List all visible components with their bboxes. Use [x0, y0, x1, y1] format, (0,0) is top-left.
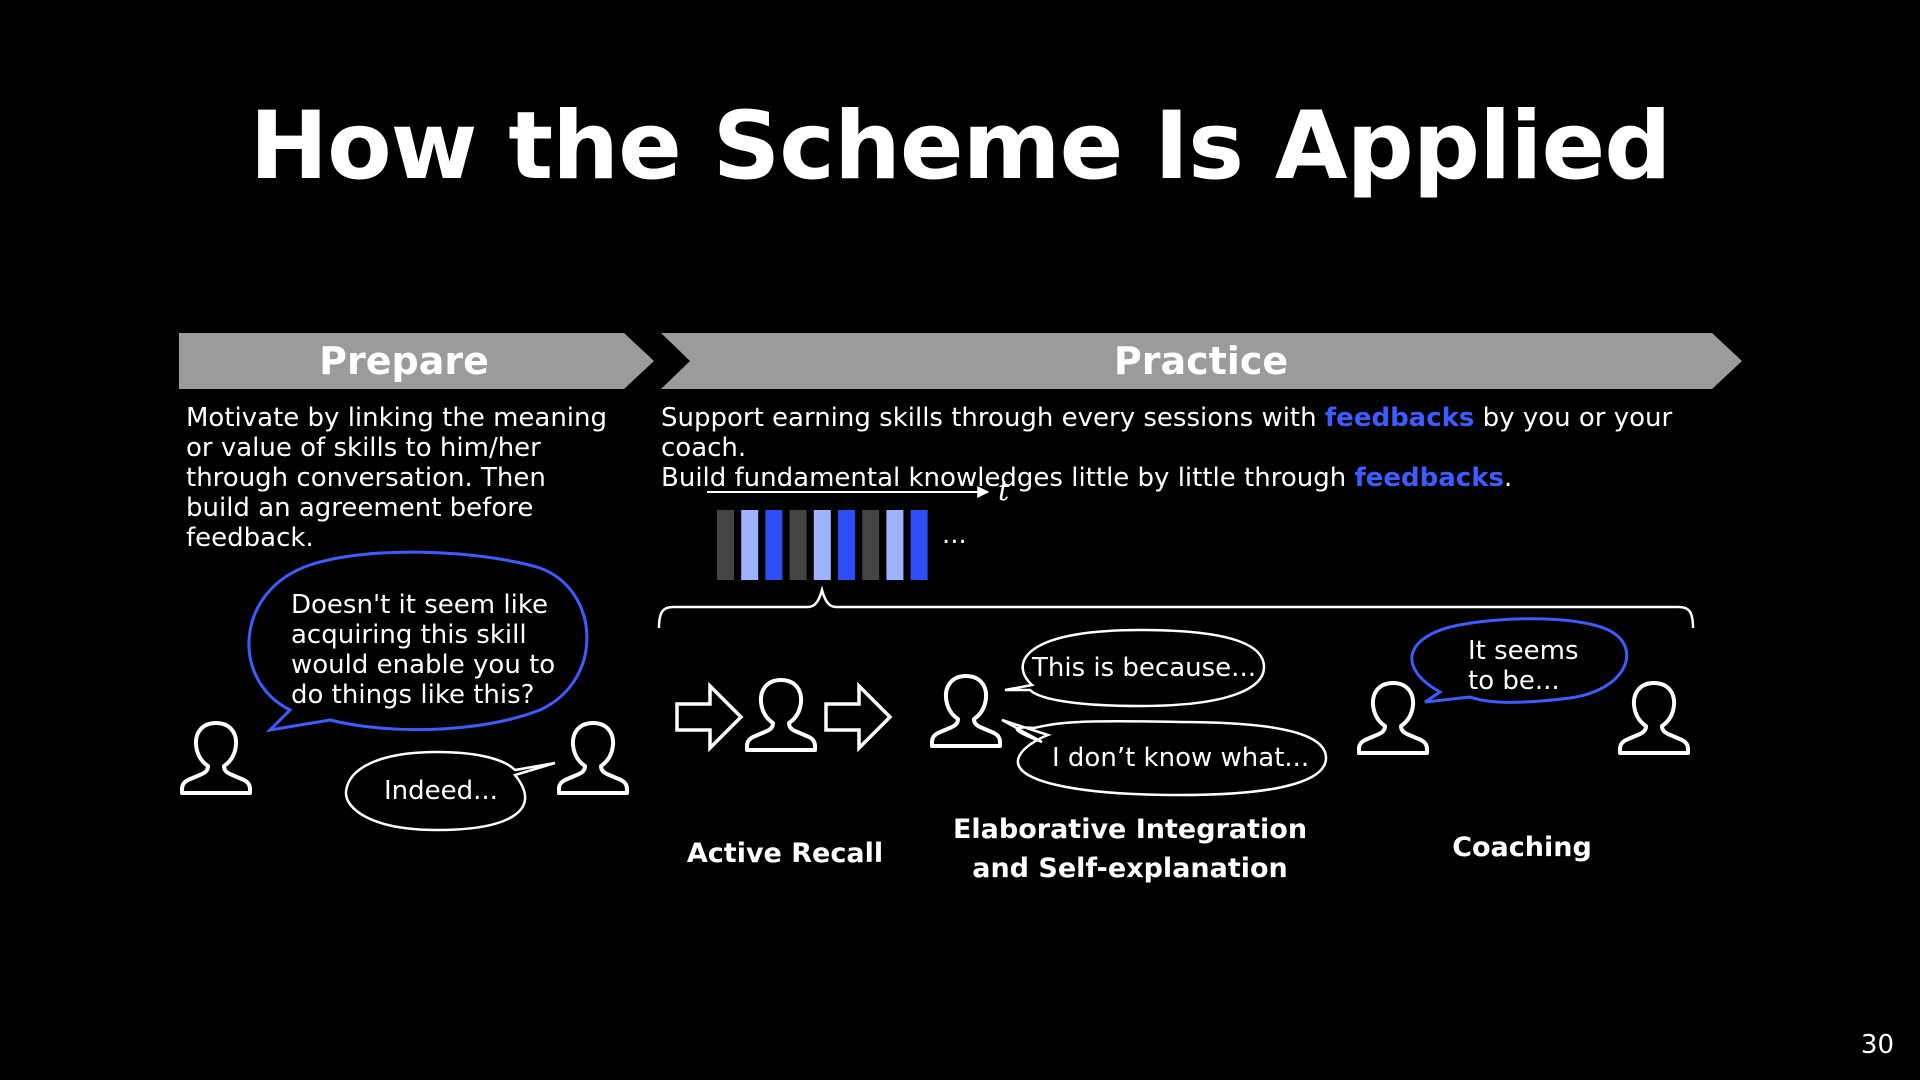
practice-line-2-end: . — [1504, 463, 1513, 493]
prepare-description: Motivate by linking the meaning or value… — [186, 403, 608, 553]
elaborative-label: Elaborative Integration and Self-explana… — [930, 810, 1330, 888]
practice-line-1-end: by you or your coach. — [661, 403, 1673, 463]
person-icon — [557, 721, 629, 795]
person-icon — [745, 678, 817, 752]
session-bar-blue — [838, 510, 855, 580]
dont-know-bubble-text: I don’t know what... — [1052, 743, 1310, 773]
session-bar-dark-gray — [789, 510, 807, 580]
person-icon — [930, 674, 1002, 748]
person-icon — [1618, 681, 1690, 755]
practice-banner — [661, 333, 1742, 389]
session-bar-light-blue — [813, 510, 831, 580]
dont-know-bubble-shape — [1001, 718, 1328, 797]
person-icon — [180, 721, 252, 795]
page-title: How the Scheme Is Applied — [249, 92, 1671, 201]
practice-line-2: Build fundamental knowledges little by l… — [661, 463, 1741, 493]
practice-line-1-text: Support earning skills through every ses… — [661, 403, 1325, 433]
question-bubble-shape — [247, 550, 589, 733]
question-bubble-text: Doesn't it seem like acquiring this skil… — [291, 590, 556, 710]
session-bar-light-blue — [741, 510, 759, 580]
prepare-label: Prepare — [319, 339, 489, 383]
active-recall-label: Active Recall — [686, 838, 884, 869]
coach-bubble-text: It seems to be... — [1468, 636, 1579, 696]
page-number: 30 — [1860, 1030, 1894, 1060]
answer-bubble-text: Indeed... — [384, 776, 498, 806]
answer-bubble-shape — [344, 750, 556, 832]
session-bars — [717, 510, 928, 580]
because-bubble-text: This is because... — [1032, 653, 1256, 683]
session-bar-blue — [910, 510, 928, 580]
session-bar-light-blue — [886, 510, 904, 580]
session-bar-dark-gray — [717, 510, 734, 580]
feedbacks-highlight: feedbacks — [1324, 403, 1475, 433]
time-label: t — [998, 474, 1010, 507]
coach-bubble-line-2: to be... — [1468, 666, 1560, 696]
coaching-label: Coaching — [1452, 832, 1592, 863]
practice-label: Practice — [1113, 339, 1289, 383]
session-bar-dark-gray — [862, 510, 880, 580]
coach-bubble-line-1: It seems — [1468, 636, 1579, 666]
curly-brace — [657, 585, 1695, 629]
prepare-banner — [179, 333, 654, 389]
elaborative-label-line-2: and Self-explanation — [972, 853, 1288, 884]
person-icon — [1357, 681, 1429, 755]
practice-line-1: Support earning skills through every ses… — [661, 403, 1741, 463]
feedbacks-highlight: feedbacks — [1354, 463, 1504, 493]
practice-description: Support earning skills through every ses… — [661, 403, 1741, 493]
elaborative-label-line-1: Elaborative Integration — [952, 814, 1308, 845]
coach-bubble-shape — [1410, 617, 1629, 704]
because-bubble-shape — [1004, 628, 1266, 708]
right-arrow-icon — [675, 684, 743, 750]
bars-ellipsis: ... — [942, 520, 967, 550]
session-bar-blue — [765, 510, 783, 580]
practice-line-2-text: Build fundamental knowledges little by l… — [661, 463, 1355, 493]
right-arrow-icon — [824, 684, 892, 750]
